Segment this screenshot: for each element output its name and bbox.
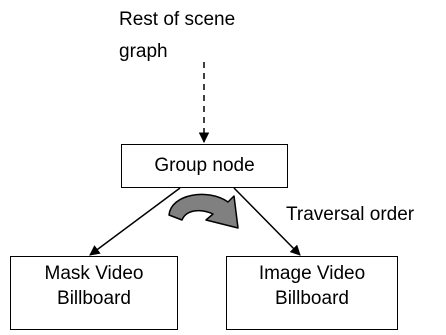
edge-group-to-mask [89, 187, 181, 256]
edge-group-to-image [233, 187, 301, 256]
image-video-billboard-node: Image Video Billboard [226, 256, 398, 330]
group-node-label: Group node [154, 155, 255, 176]
group-node: Group node [121, 144, 288, 188]
traversal-order-label: Traversal order [286, 204, 415, 225]
rest-of-scene-graph-label-line1: Rest of scene [119, 9, 236, 30]
rest-of-scene-graph-label-line2: graph [119, 41, 168, 62]
mask-video-billboard-node: Mask Video Billboard [10, 256, 178, 330]
traversal-order-arrow [168, 193, 239, 229]
mask-node-line2: Billboard [57, 288, 131, 309]
image-node-line1: Image Video [258, 263, 366, 284]
mask-node-line1: Mask Video [44, 263, 144, 284]
image-node-line2: Billboard [275, 288, 349, 309]
